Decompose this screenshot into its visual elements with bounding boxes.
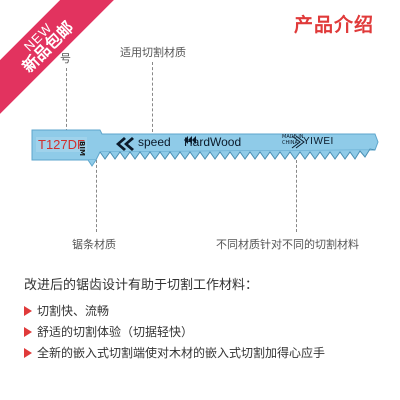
blade-material-callout-line	[96, 160, 97, 232]
blade-shank-notch	[87, 159, 97, 167]
blade-model-text: T127DF	[36, 137, 87, 152]
blade-origin-line1: MADE IN	[282, 134, 304, 140]
blade-origin-text: MADE IN CHINA	[282, 134, 304, 146]
jigsaw-blade-image	[30, 122, 380, 182]
blade-material-callout-label: 锯条材质	[72, 238, 116, 251]
blade-speed-text: speed	[138, 135, 171, 149]
tooth-profile-icon	[184, 136, 196, 144]
feature-item: 全新的嵌入式切割端使对木材的嵌入式切割加得心应手	[24, 342, 325, 363]
red-triangle-bullet-icon	[24, 347, 32, 358]
description-heading: 改进后的锯齿设计有助于切割工作材料：	[24, 278, 259, 293]
blade-body	[31, 129, 379, 161]
applicable-material-callout-line	[152, 62, 153, 132]
applicable-material-callout-label: 适用切割材质	[120, 46, 186, 59]
feature-item: 舒适的切割体验（切据轻快）	[24, 321, 325, 342]
speed-arrows-icon	[116, 137, 134, 151]
blade-bim-mark: BIM	[78, 141, 86, 156]
blade-material-text: HardWood	[184, 135, 242, 149]
red-triangle-bullet-icon	[24, 305, 32, 316]
feature-text: 舒适的切割体验（切据轻快）	[37, 325, 194, 339]
jigsaw-blade-graphic	[31, 129, 379, 167]
model-callout-line	[66, 68, 67, 132]
blade-origin-line2: CHINA	[282, 139, 298, 146]
tooth-design-callout-line	[296, 160, 297, 232]
section-title: 产品介绍	[293, 14, 374, 36]
feature-list: 切割快、流畅 舒适的切割体验（切据轻快） 全新的嵌入式切割端使对木材的嵌入式切割…	[24, 300, 325, 363]
blade-brand-text: YIWEI	[303, 136, 334, 147]
feature-text: 全新的嵌入式切割端使对木材的嵌入式切割加得心应手	[37, 346, 326, 360]
red-triangle-bullet-icon	[24, 326, 32, 337]
feature-item: 切割快、流畅	[24, 300, 325, 321]
wood-grain-icon	[291, 135, 305, 149]
model-callout-label: 号	[60, 52, 71, 65]
tooth-design-callout-label: 不同材质针对不同的切割材料	[216, 238, 359, 251]
feature-text: 切割快、流畅	[37, 304, 110, 318]
blade-teeth	[99, 148, 376, 160]
